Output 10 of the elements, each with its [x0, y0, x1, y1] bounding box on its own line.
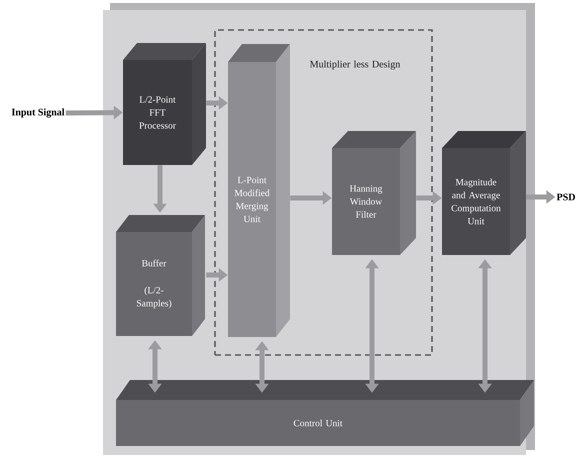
block: L/2-Point FFT Processor — [123, 43, 206, 165]
block: Hanning Window Filter — [332, 131, 416, 255]
block: L-Point Modified Merging Unit — [228, 44, 290, 337]
io-label: Input Signal — [12, 108, 64, 118]
io-label: PSD — [556, 194, 575, 200]
dashed-region — [214, 29, 433, 356]
region-title: Multiplier less Design — [310, 60, 400, 70]
block: Buffer (L/2-Samples) — [116, 215, 205, 336]
block: Magnitude and Average Computation Unit — [442, 131, 526, 255]
block: Control Unit — [116, 380, 534, 446]
